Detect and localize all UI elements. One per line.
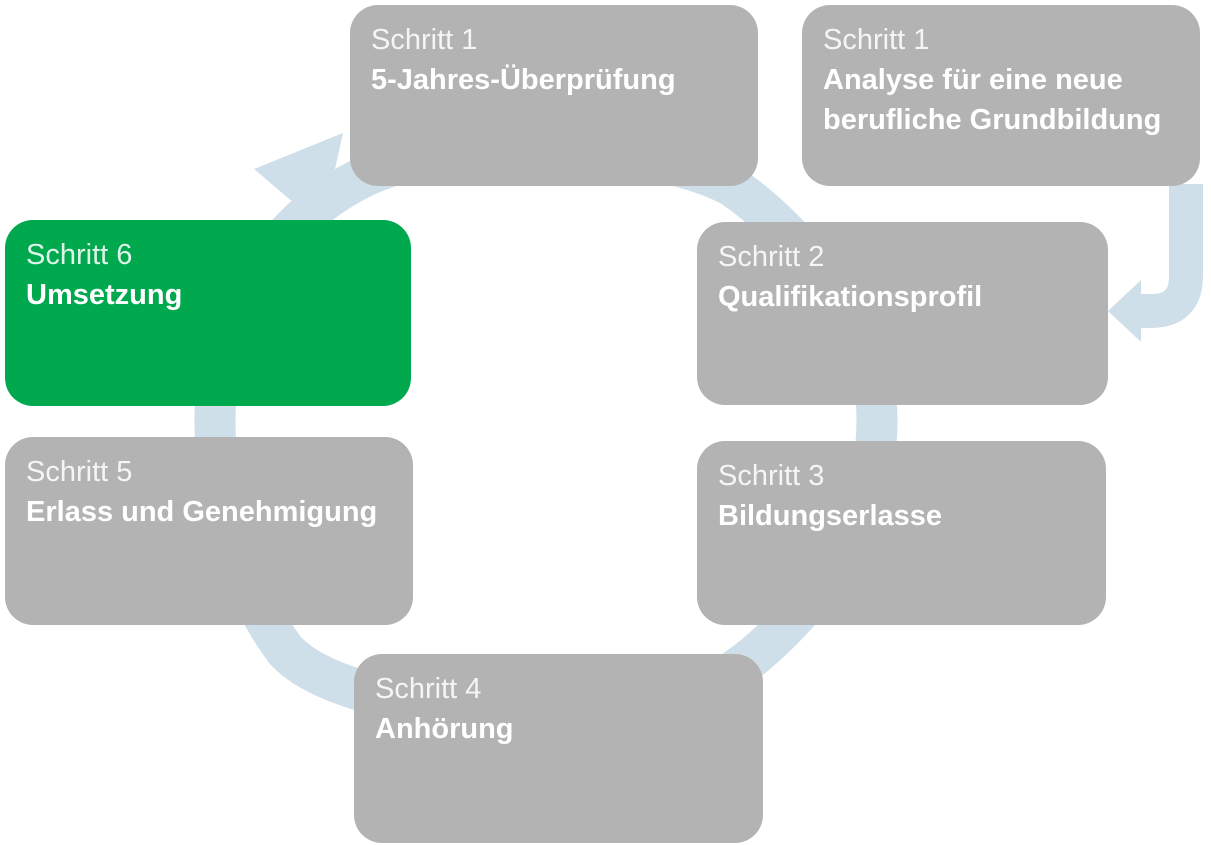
step-title: 5-Jahres-Überprüfung xyxy=(371,64,676,96)
step-box-anhoerung: Schritt 4 Anhörung xyxy=(354,654,763,843)
step-title: Anhörung xyxy=(375,713,514,745)
step-title: Erlass und Genehmigung xyxy=(26,496,378,528)
step-box-bildungserlasse: Schritt 3 Bildungserlasse xyxy=(697,441,1106,625)
step-box-qualifikationsprofil: Schritt 2 Qualifikationsprofil xyxy=(697,222,1108,405)
step-label: Schritt 1 xyxy=(371,24,478,56)
cycle-arrowhead-icon xyxy=(254,133,343,227)
step-box-analyse-neue-grundbildung: Schritt 1 Analyse für eine neue beruflic… xyxy=(802,5,1200,186)
inflow-arrowhead-icon xyxy=(1108,280,1141,342)
step-label: Schritt 1 xyxy=(823,24,930,56)
step-box-umsetzung-active: Schritt 6 Umsetzung xyxy=(5,220,411,406)
step-label: Schritt 6 xyxy=(26,239,133,271)
step-title: Bildungserlasse xyxy=(718,500,943,532)
step-label: Schritt 4 xyxy=(375,673,482,705)
step-label: Schritt 3 xyxy=(718,460,825,492)
step-label: Schritt 5 xyxy=(26,456,133,488)
step-label: Schritt 2 xyxy=(718,241,825,273)
step-title: Analyse für eine neue berufliche Grundbi… xyxy=(823,64,1162,136)
step-box-erlass-und-genehmigung: Schritt 5 Erlass und Genehmigung xyxy=(5,437,413,625)
step-title: Umsetzung xyxy=(26,279,183,311)
step-box-5-jahres-ueberpruefung: Schritt 1 5-Jahres-Überprüfung xyxy=(350,5,758,186)
step-title: Qualifikationsprofil xyxy=(718,281,983,313)
inflow-arrow-icon xyxy=(1140,184,1203,328)
